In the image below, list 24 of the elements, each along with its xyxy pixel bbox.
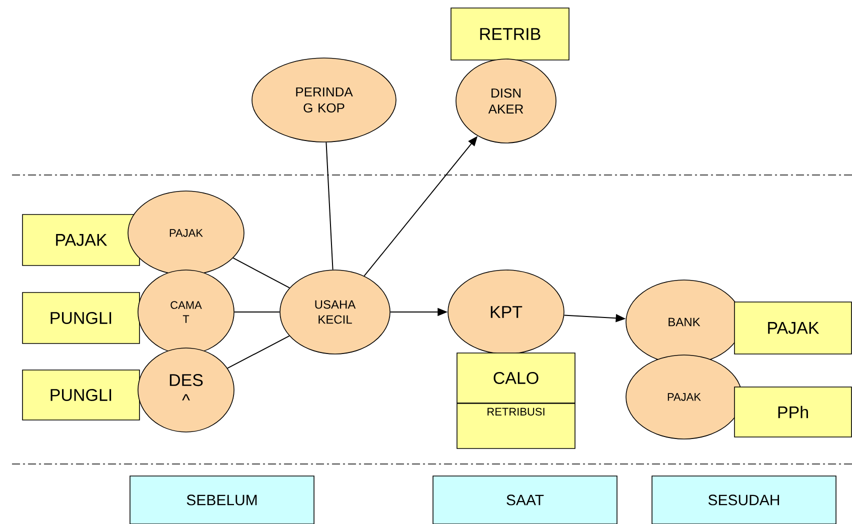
- label-box: CALO: [456, 352, 576, 404]
- label-box: RETRIBUSI: [456, 403, 576, 449]
- label-box: PUNGLI: [22, 292, 140, 344]
- stage-box: SAAT: [432, 476, 618, 524]
- connector-line: [234, 311, 280, 312]
- label-box: PPh: [734, 386, 852, 438]
- ellipse-node: PERINDA G KOP: [252, 58, 396, 142]
- ellipse-node: PAJAK: [128, 190, 244, 276]
- label-box: RETRIB: [450, 8, 570, 60]
- ellipse-node: PAJAK: [626, 354, 742, 440]
- connector-line: [232, 258, 290, 288]
- ellipse-node: KPT: [448, 270, 564, 354]
- ellipse-node: CAMA T: [138, 270, 234, 354]
- ellipse-node: DES ^: [138, 348, 234, 432]
- label-box: PAJAK: [22, 214, 140, 266]
- ellipse-node: BANK: [626, 280, 742, 364]
- connector-line: [227, 335, 290, 369]
- stage-box: SESUDAH: [652, 476, 836, 524]
- ellipse-node: USAHA KECIL: [280, 270, 390, 354]
- connector-line: [326, 142, 334, 270]
- label-box: PUNGLI: [22, 370, 140, 420]
- stage-box: SEBELUM: [130, 476, 314, 524]
- ellipse-node: DISN AKER: [456, 58, 556, 144]
- label-box: PAJAK: [734, 302, 852, 354]
